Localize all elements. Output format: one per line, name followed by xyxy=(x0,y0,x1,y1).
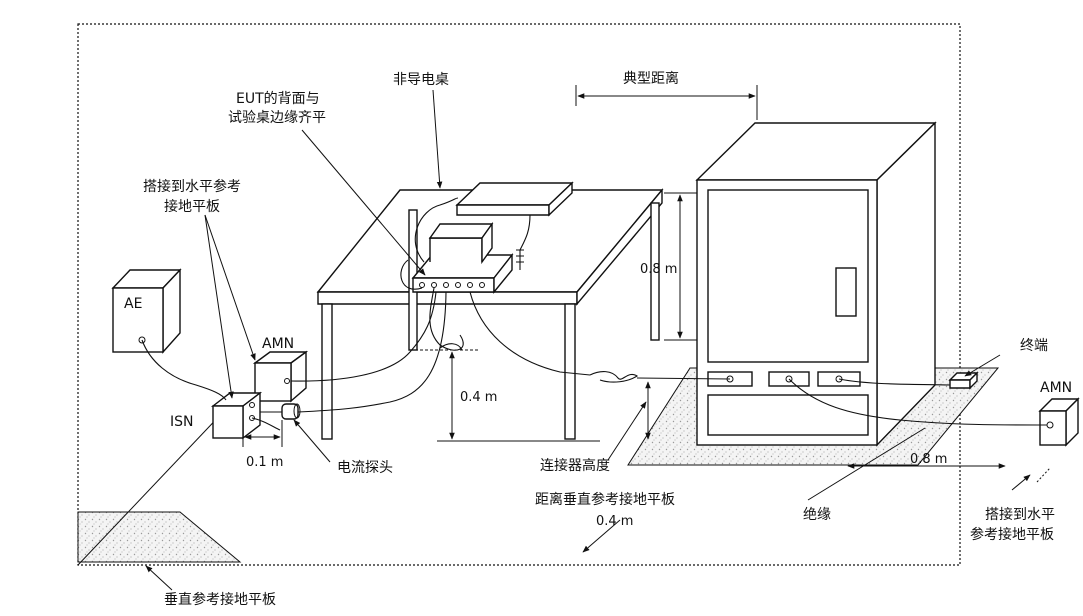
eut-port-icon xyxy=(467,282,473,288)
label-dim-08m-height: 0.8 m xyxy=(640,262,677,277)
label-insulation: 绝缘 xyxy=(803,507,831,523)
ae-port-icon xyxy=(138,336,146,344)
leader-bond-isn xyxy=(204,214,234,399)
label-vertical-plane: 垂直参考接地平板 xyxy=(164,591,276,608)
amn-port-icon xyxy=(284,378,290,384)
current-probe xyxy=(281,403,301,420)
leader-bond-right xyxy=(1011,474,1031,491)
eut-loop-cable xyxy=(400,259,464,351)
label-eut-back-line1: EUT的背面与 xyxy=(236,91,320,107)
label-bond-horizontal-line2: 接地平板 xyxy=(164,198,220,215)
ae-cable xyxy=(141,339,227,401)
label-dim-04m-height: 0.4 m xyxy=(460,390,497,405)
isn-eut-cable xyxy=(260,291,447,413)
vertical-ground-plane xyxy=(77,511,242,563)
leader-insulation xyxy=(807,427,926,501)
leader-eut-back xyxy=(301,129,426,276)
label-dim-08m-floor: 0.8 m xyxy=(910,452,947,467)
plane-diagonal-line xyxy=(77,409,226,566)
room-boundary xyxy=(77,23,961,566)
label-ae: AE xyxy=(124,296,142,312)
leader-bond-amn xyxy=(204,214,256,361)
eut-port-icon xyxy=(455,282,461,288)
label-current-probe: 电流探头 xyxy=(337,460,393,476)
isn-amn-cable xyxy=(251,417,281,431)
table-cabinet-cable xyxy=(469,291,591,376)
amn-eut-cable xyxy=(290,291,437,382)
eut-port-icon xyxy=(443,282,449,288)
label-connector-height: 连接器高度 xyxy=(540,457,610,474)
cabinet-link-cable xyxy=(636,377,731,380)
leader-distance-vertical xyxy=(582,519,621,553)
label-bond-right-line2: 参考接地平板 xyxy=(970,526,1054,543)
leader-termination xyxy=(964,354,1001,377)
ae-box xyxy=(111,268,182,354)
label-eut-back-line2: 试验桌边缘齐平 xyxy=(228,110,326,126)
label-dim-01m: 0.1 m xyxy=(246,455,283,470)
label-termination: 终端 xyxy=(1020,338,1048,354)
leader-current-probe xyxy=(293,419,331,463)
termination-cable xyxy=(838,378,951,386)
isn-box xyxy=(210,391,263,440)
keyboard-pad xyxy=(455,181,574,217)
label-distance-vertical-line2: 0.4 m xyxy=(596,514,633,529)
label-bond-right-line1: 搭接到水平 xyxy=(985,506,1055,523)
leader-table xyxy=(432,89,443,189)
leader-vertical-plane xyxy=(145,565,173,591)
leader-connector-height xyxy=(607,401,647,461)
eut-port-icon xyxy=(419,282,425,288)
amn-right-box xyxy=(1038,397,1080,447)
isn-port-icon xyxy=(249,402,255,408)
label-bond-horizontal-line1: 搭接到水平参考 xyxy=(143,178,241,195)
label-amn-left: AMN xyxy=(262,336,294,352)
termination-box xyxy=(948,371,979,390)
ferrite-bundle xyxy=(589,371,638,383)
eut-port-icon xyxy=(479,282,485,288)
leader-bond-right-dotted xyxy=(1036,467,1051,483)
cable-bundle xyxy=(439,343,463,351)
isn-port-icon xyxy=(249,415,255,421)
label-amn-right: AMN xyxy=(1040,380,1072,396)
eut-port-icon xyxy=(431,282,437,288)
label-non-conductive-table: 非导电桌 xyxy=(393,72,449,88)
cabinet-port-icon xyxy=(785,375,793,383)
label-typical-distance: 典型距离 xyxy=(623,70,679,87)
coiled-cable xyxy=(516,249,524,263)
mouse-cable xyxy=(414,197,459,263)
cabinet-amn-cable xyxy=(788,378,1048,426)
label-isn: ISN xyxy=(170,414,194,430)
label-distance-vertical-line1: 距离垂直参考接地平板 xyxy=(535,491,675,508)
floor-standing-cabinet xyxy=(695,121,937,447)
amn-left-box xyxy=(252,350,309,403)
eut-device xyxy=(411,221,514,294)
